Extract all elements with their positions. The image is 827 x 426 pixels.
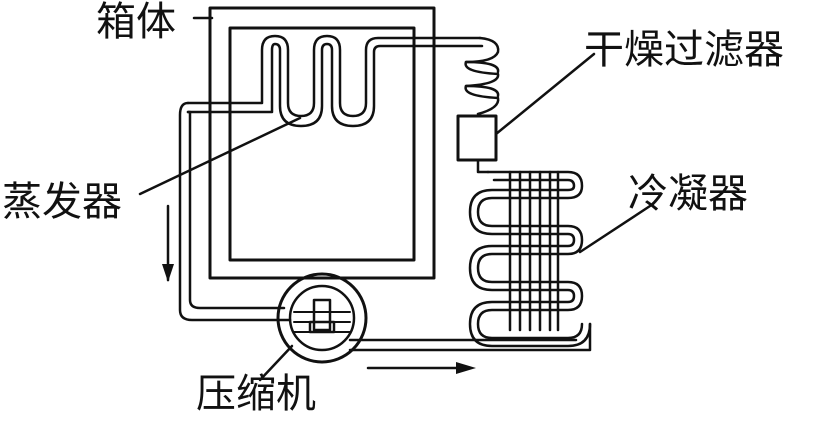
capillary-coil	[464, 36, 500, 116]
cabinet-outer	[208, 6, 436, 280]
compressor	[276, 272, 368, 364]
dryer-filter	[456, 114, 498, 162]
cabinet-inner	[228, 26, 416, 262]
flow-arrow-right-head	[456, 362, 476, 374]
label-evaporator: 蒸发器	[2, 179, 122, 225]
label-cabinet: 箱体	[96, 0, 176, 45]
leader-compressor	[258, 344, 294, 382]
return-pipe	[178, 101, 292, 322]
label-compressor: 压缩机	[196, 371, 316, 417]
flow-arrow-down-head	[162, 264, 174, 282]
label-dryer-filter: 干燥过滤器	[584, 27, 784, 73]
leader-dryer-filter	[494, 52, 596, 136]
evaporator-coil	[186, 34, 484, 128]
discharge-pipe	[348, 322, 592, 352]
condenser-coil	[468, 170, 592, 348]
leader-condenser	[578, 204, 652, 254]
leader-evaporator	[138, 116, 302, 196]
label-condenser: 冷凝器	[628, 171, 748, 217]
